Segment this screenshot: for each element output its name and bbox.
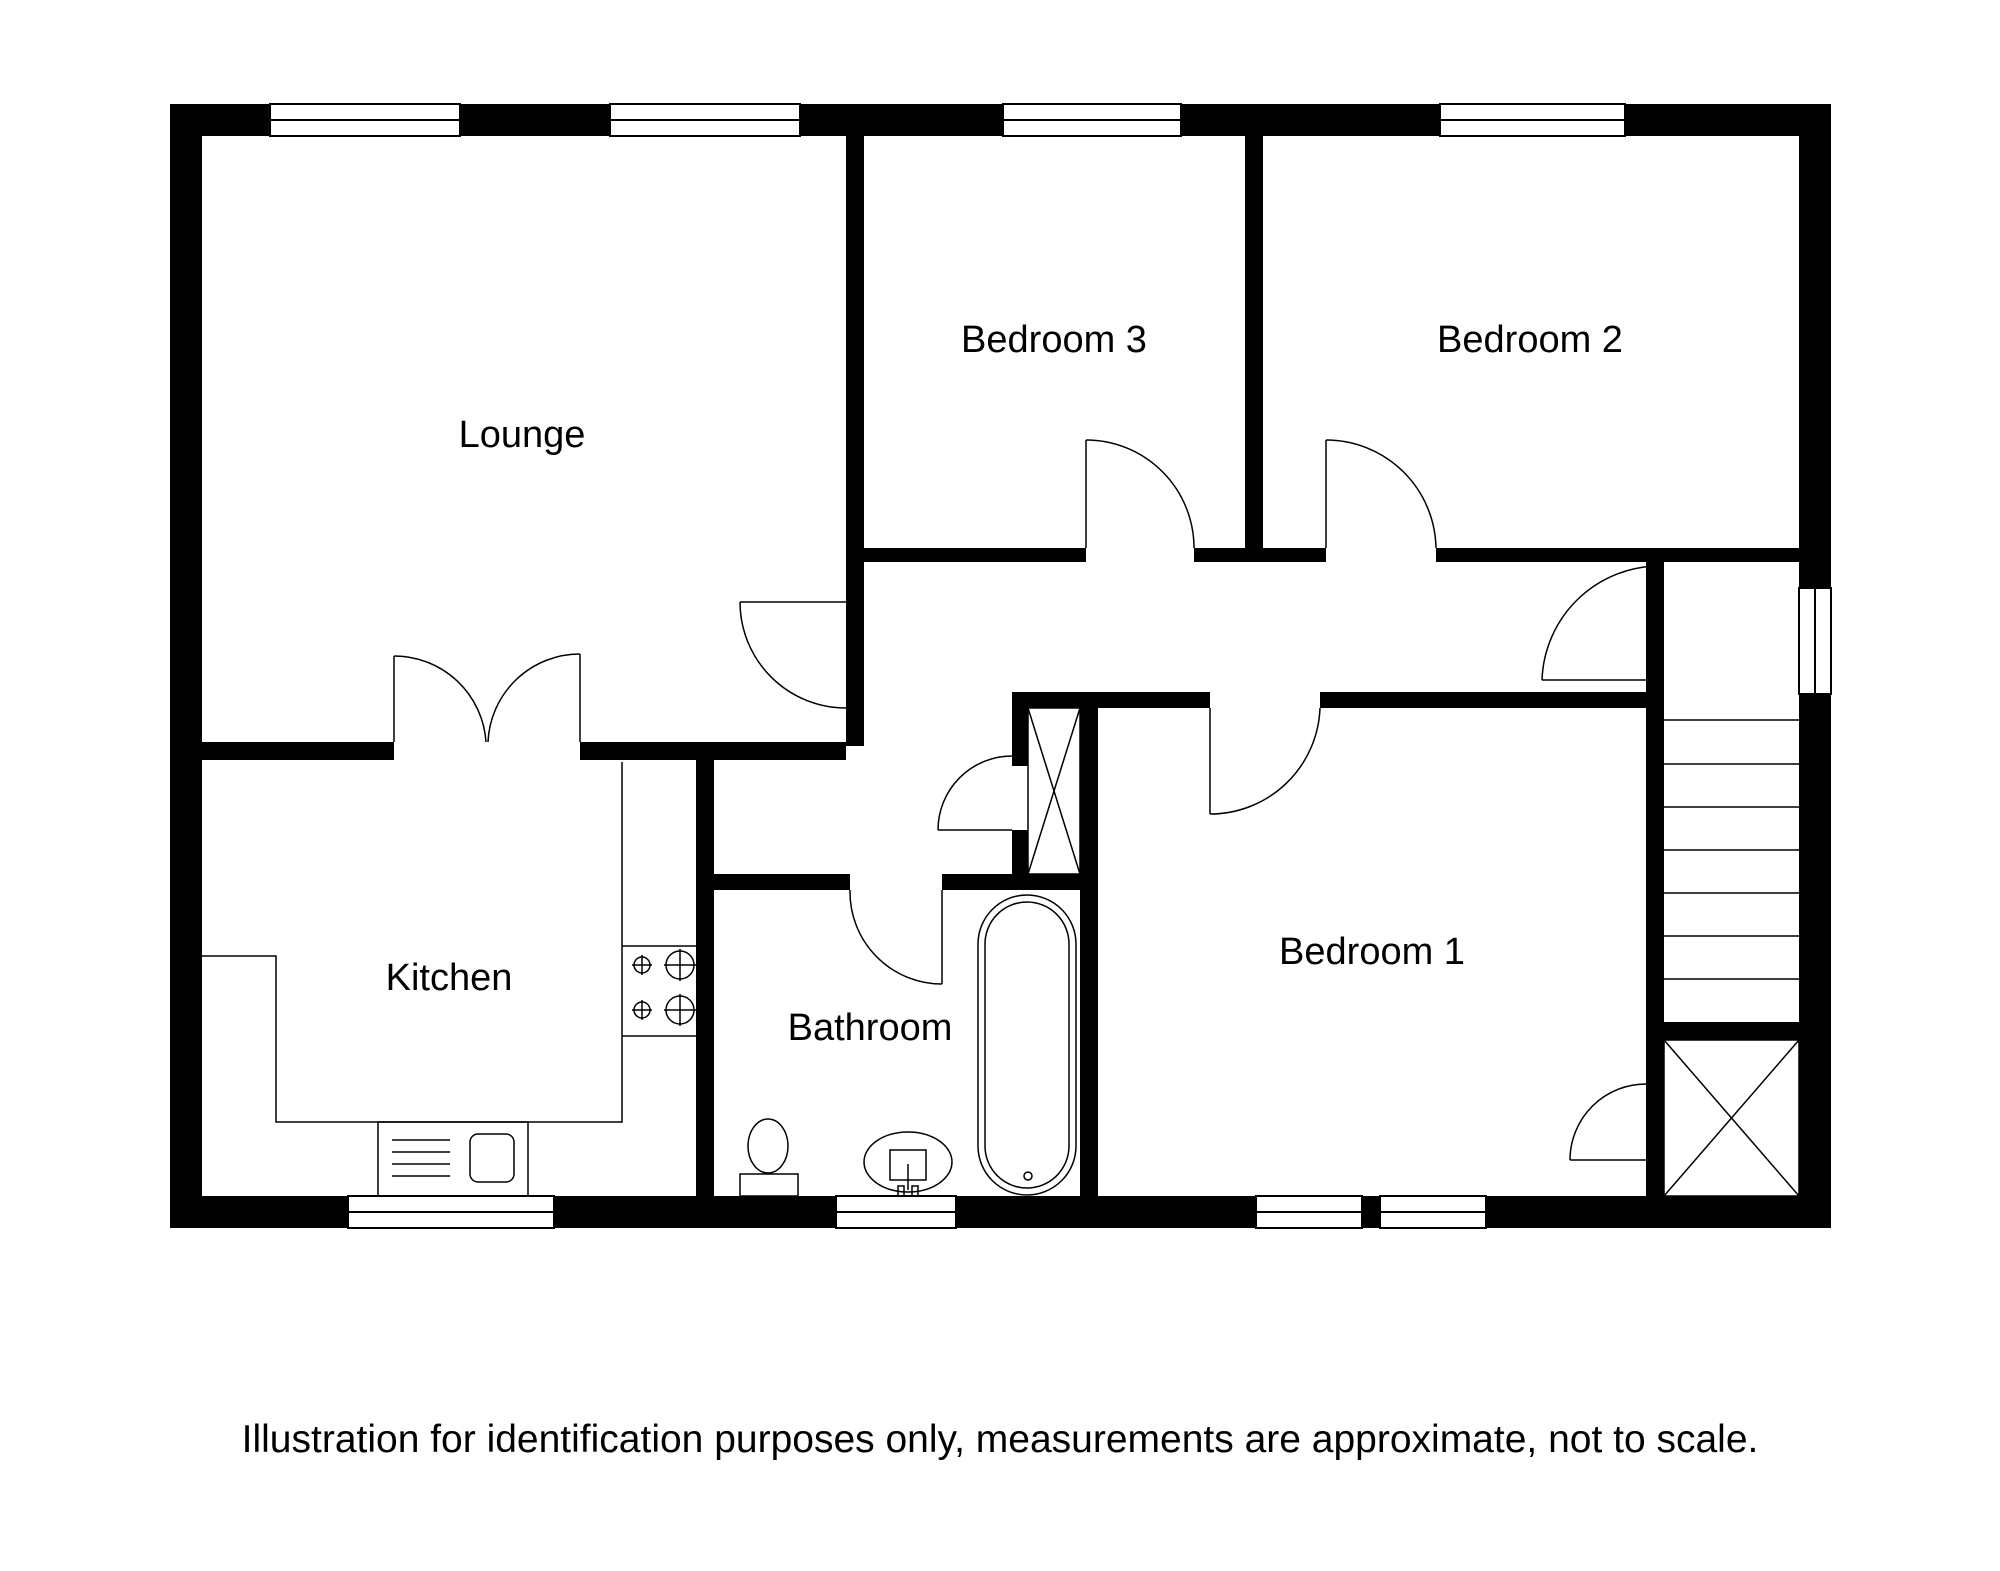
walls (170, 104, 1831, 1228)
room-label-kitchen: Kitchen (386, 957, 513, 999)
windows (269, 103, 1832, 1229)
room-label-bathroom: Bathroom (788, 1007, 953, 1049)
room-label-lounge: Lounge (459, 414, 586, 456)
doors (393, 439, 1661, 1161)
room-label-bedroom-2: Bedroom 2 (1437, 319, 1623, 361)
room-labels: Lounge Bedroom 3 Bedroom 2 Kitchen Bathr… (386, 319, 1623, 1049)
room-label-bedroom-1: Bedroom 1 (1279, 931, 1465, 973)
fixtures (202, 707, 1800, 1197)
disclaimer-caption: Illustration for identification purposes… (241, 1418, 1759, 1461)
room-label-bedroom-3: Bedroom 3 (961, 319, 1147, 361)
